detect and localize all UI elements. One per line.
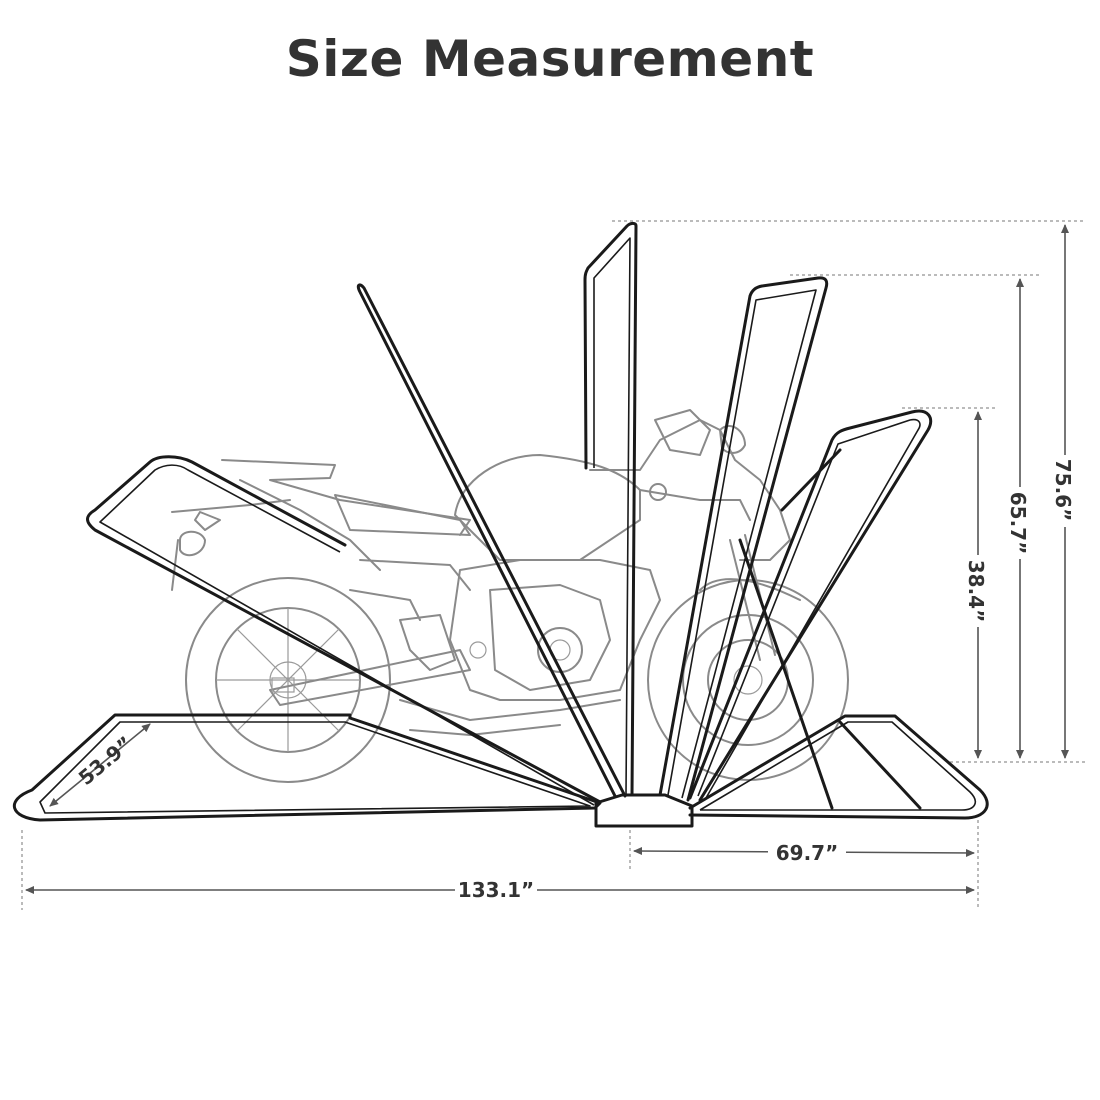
low-height-label: 38.4”: [964, 560, 988, 623]
shelter-frame: [12, 221, 989, 828]
depth-label: 53.9”: [74, 731, 137, 790]
mid-height-label: 65.7”: [1006, 492, 1030, 555]
base-hub: [594, 793, 694, 828]
arm-center-tall: [583, 221, 638, 797]
support-leg-2: [838, 720, 922, 810]
support-leg-1: [738, 538, 834, 810]
base-frame-right: [688, 714, 989, 820]
total-height-label: 75.6”: [1051, 459, 1075, 522]
total-length-label: 133.1”: [458, 878, 534, 902]
depth-arrow: [49, 723, 151, 807]
support-leg-3: [780, 448, 842, 512]
half-length-label: 69.7”: [776, 841, 839, 865]
arm-left: [86, 455, 602, 804]
motorcycle-illustration: [171, 409, 849, 783]
arm-right: [688, 409, 933, 802]
page-title: Size Measurement: [285, 30, 815, 88]
arm-left-center: [356, 283, 627, 798]
arm-right-center: [658, 276, 829, 802]
base-frame: [12, 713, 602, 822]
